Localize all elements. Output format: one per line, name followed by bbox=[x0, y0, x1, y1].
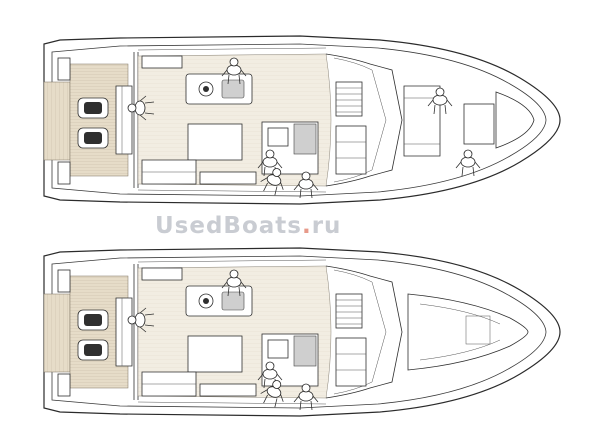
svg-text:UsedBoats.ru: UsedBoats.ru bbox=[155, 213, 341, 239]
forward-berth bbox=[495, 91, 535, 149]
watermark-main: UsedBoats bbox=[155, 213, 302, 239]
forward-open-berth bbox=[407, 293, 529, 371]
forward-table bbox=[463, 103, 495, 145]
forward-dinette bbox=[403, 85, 441, 157]
forward-hatch bbox=[465, 315, 491, 345]
deck-plan-top bbox=[44, 36, 560, 204]
deck-plan-bottom bbox=[44, 248, 560, 416]
watermark: UsedBoats.ru bbox=[155, 213, 341, 239]
watermark-tld: ru bbox=[312, 213, 342, 239]
watermark-dot: . bbox=[302, 213, 312, 239]
